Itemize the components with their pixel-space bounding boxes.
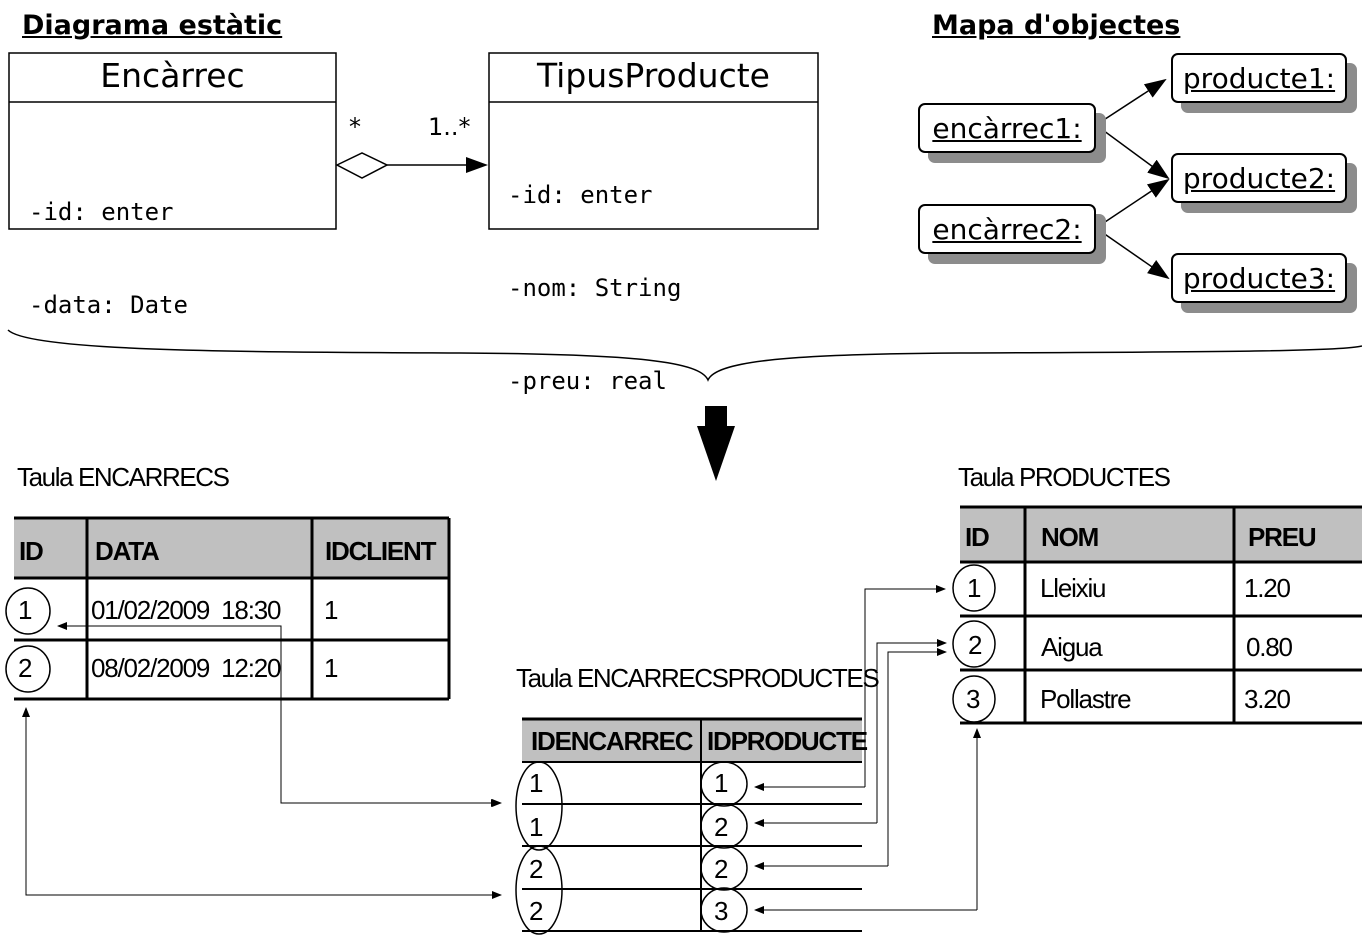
attribute: -id: enter bbox=[29, 198, 174, 226]
table-cell: 1.20 bbox=[1244, 573, 1291, 603]
class-name-tipusproducte: TipusProducte bbox=[537, 56, 770, 95]
object-map-title: Mapa d'objectes bbox=[932, 10, 1181, 41]
ep-idprod-circle-4 bbox=[700, 887, 748, 933]
table-cell: 3.20 bbox=[1244, 684, 1291, 714]
table-productes-caption: Taula PRODUCTES bbox=[958, 462, 1171, 492]
attribute: -data: Date bbox=[29, 291, 188, 319]
table-cell: 0.80 bbox=[1246, 632, 1293, 662]
object-label: producte2: bbox=[1182, 161, 1336, 195]
ep-idenc-circle-1 bbox=[515, 761, 563, 851]
object-producte3: producte3: bbox=[1171, 253, 1347, 303]
object-label: producte1: bbox=[1182, 61, 1336, 95]
mapping-brace bbox=[7, 329, 1362, 382]
multiplicity-target: 1..* bbox=[428, 113, 471, 141]
table-cell: 2 bbox=[968, 630, 982, 660]
object-label: producte3: bbox=[1182, 261, 1336, 295]
ep-idprod-circle-1 bbox=[700, 761, 748, 807]
class-attributes-tipusproducte: -id: enter -nom: String -preu: real bbox=[508, 118, 681, 428]
table-cell: Aigua bbox=[1041, 632, 1103, 662]
table-cell: 2 bbox=[18, 653, 32, 683]
table-cell: 1 bbox=[324, 653, 338, 683]
ep-idprod-circle-3 bbox=[700, 845, 748, 891]
table-cell: 1 bbox=[324, 595, 338, 625]
table-header-cell: IDENCARREC bbox=[531, 726, 694, 756]
table-cell: Lleixiu bbox=[1040, 573, 1107, 603]
table-header-cell: DATA bbox=[95, 536, 160, 566]
table-cell: 2 bbox=[714, 854, 728, 884]
prod-id-circle-3 bbox=[952, 675, 996, 723]
table-cell: 2 bbox=[529, 854, 543, 884]
attribute: -id: enter bbox=[508, 181, 653, 209]
table-encarrecs-grid bbox=[14, 516, 451, 701]
table-cell: Pollastre bbox=[1040, 684, 1132, 714]
prod-id-circle-2 bbox=[952, 620, 996, 668]
ep-idprod-circle-2 bbox=[700, 803, 748, 849]
prod-id-circle-1 bbox=[952, 564, 996, 612]
table-cell: 1 bbox=[529, 768, 543, 798]
table-cell: 1 bbox=[529, 812, 543, 842]
class-name-encarrec: Encàrrec bbox=[100, 56, 245, 95]
table-cell: 3 bbox=[714, 896, 728, 926]
table-header-cell: ID bbox=[19, 536, 44, 566]
table-header-cell: PREU bbox=[1248, 522, 1317, 552]
enc-id-circle-1 bbox=[5, 587, 51, 635]
table-header-cell: IDPRODUCTE bbox=[707, 726, 868, 756]
object-producte2: producte2: bbox=[1171, 153, 1347, 203]
table-header-cell: NOM bbox=[1041, 522, 1099, 552]
foreign-key-lines bbox=[22, 585, 981, 914]
down-arrow-icon bbox=[697, 406, 735, 481]
table-cell: 2 bbox=[529, 896, 543, 926]
table-cell: 3 bbox=[966, 684, 980, 714]
table-cell: 1 bbox=[967, 573, 981, 603]
object-label: encàrrec2: bbox=[932, 212, 1082, 246]
object-encarrec2: encàrrec2: bbox=[918, 204, 1096, 254]
enc-id-circle-2 bbox=[5, 645, 51, 693]
attribute: -preu: real bbox=[508, 367, 667, 395]
table-cell: 01/02/2009 18:30 bbox=[91, 595, 281, 625]
object-links bbox=[1095, 78, 1170, 280]
table-productes-grid bbox=[960, 505, 1362, 725]
table-header-cell: ID bbox=[965, 522, 990, 552]
aggregation-line bbox=[335, 152, 488, 179]
attribute: -nom: String bbox=[508, 274, 682, 302]
table-cell: 1 bbox=[18, 595, 32, 625]
table-header-cell: IDCLIENT bbox=[325, 536, 437, 566]
multiplicity-source: * bbox=[349, 113, 361, 141]
table-encarrecsproductes-caption: Taula ENCARRECSPRODUCTES bbox=[516, 663, 880, 693]
static-diagram-title: Diagrama estàtic bbox=[22, 10, 283, 41]
table-cell: 08/02/2009 12:20 bbox=[91, 653, 281, 683]
object-encarrec1: encàrrec1: bbox=[918, 103, 1096, 153]
table-cell: 1 bbox=[714, 768, 728, 798]
table-encarrecs-caption: Taula ENCARRECS bbox=[17, 462, 230, 492]
table-cell: 2 bbox=[714, 812, 728, 842]
class-attributes-encarrec: -id: enter -data: Date bbox=[29, 135, 188, 352]
class-box-tipusproducte bbox=[488, 52, 819, 230]
object-producte1: producte1: bbox=[1171, 53, 1347, 103]
key-circles bbox=[5, 564, 996, 935]
class-box-encarrec bbox=[8, 52, 337, 230]
object-label: encàrrec1: bbox=[932, 111, 1082, 145]
ep-idenc-circle-2 bbox=[515, 845, 563, 935]
table-encarrecsproductes-grid bbox=[522, 717, 862, 932]
